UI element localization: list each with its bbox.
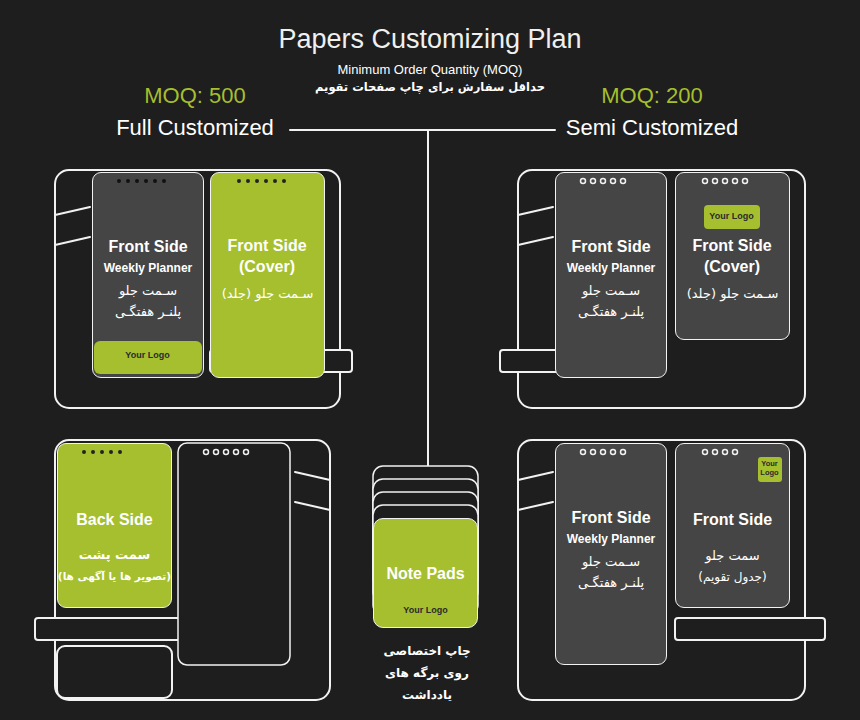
- planner-strap: [500, 350, 560, 372]
- tree-line: [290, 129, 555, 131]
- back-card: Back Side سمت پشت (تصویر ها یا آگهی ها): [57, 443, 172, 608]
- logo-text: Your Logo: [759, 459, 781, 477]
- planner-outline: [55, 440, 330, 700]
- binding-rings: [206, 450, 256, 454]
- card-title: Front Side: [676, 510, 789, 530]
- binding-rings: [206, 449, 256, 456]
- planner-notch: [55, 207, 90, 245]
- pocket-box: [57, 646, 172, 698]
- persian-text: سمت پشت: [58, 547, 171, 563]
- planner-strap: [675, 618, 825, 640]
- card-title: Front Side (Cover): [217, 235, 317, 277]
- planner-card: Front SideWeekly Planner سـمت جلو پلنـر هف…: [92, 172, 204, 378]
- persian-text: پلنـر هفتگـی: [93, 304, 203, 320]
- moq-label: MOQ: 200: [442, 82, 860, 110]
- card-title: Front Side (Cover): [682, 235, 782, 277]
- card-subtitle: Weekly Planner: [93, 261, 203, 276]
- planner-card: Front SideWeekly Planner سـمت جلو پلنـر هف…: [555, 172, 667, 378]
- diagram-title: Papers Customizing Plan: [220, 22, 640, 56]
- logo-text: Your Logo: [94, 350, 202, 361]
- planner-strap: [35, 618, 180, 640]
- persian-text: (جدول تقویم): [676, 570, 789, 585]
- persian-text: سـمت جلو (جلد): [676, 286, 789, 302]
- moq-label: MOQ: 500: [0, 82, 405, 110]
- logo-text: Your Logo: [374, 605, 477, 616]
- persian-text: پلنـر هفتگـی: [556, 575, 666, 591]
- card-title: Note Pads: [374, 564, 477, 584]
- subtitle: Minimum Order Quantity (MOQ): [220, 62, 640, 78]
- persian-text: پلنـر هفتگـی: [556, 304, 666, 320]
- cover-card: Front Side (Cover) سـمت جلو (جلد): [210, 172, 325, 378]
- card-title: Back Side: [58, 510, 171, 530]
- logo-text: Your Logo: [704, 211, 760, 222]
- planner-notch: [295, 472, 330, 510]
- card-title: Front Side: [93, 237, 203, 257]
- planner-outline: [55, 170, 340, 408]
- planner-outline: [518, 170, 805, 408]
- plan-heading: Full Customized: [0, 114, 405, 142]
- logo-box: Your Logo: [704, 205, 760, 229]
- planner-notch: [518, 472, 553, 510]
- planner-outline: [518, 440, 805, 700]
- card-subtitle: Weekly Planner: [556, 261, 666, 276]
- plan-heading: Semi Customized: [442, 114, 860, 142]
- calendar-card: Front Side سمت جلو (جدول تقویم) Your Logo: [675, 443, 790, 608]
- card-title: Front Side: [556, 237, 666, 257]
- persian-text: (تصویر ها یا آگهی ها): [58, 570, 171, 583]
- cover-card: Front Side (Cover) سـمت جلو (جلد) Your Log…: [675, 172, 790, 340]
- persian-text: سـمت جلو: [556, 554, 666, 570]
- planner-card: Front SideWeekly Planner سـمت جلو پلنـر هف…: [555, 443, 667, 665]
- persian-text: سـمت جلو (جلد): [211, 286, 324, 302]
- subtitle-persian: حداقل سفارش برای چاپ صفحات تقویم: [220, 80, 640, 94]
- persian-text: سـمت جلو: [556, 283, 666, 299]
- notepad-card: Note PadsYour Logo: [373, 518, 478, 628]
- empty-card: [178, 443, 290, 665]
- tree-line: [427, 130, 429, 466]
- notepad-caption: چاپ اختصاصی روی برگه های یادداشت: [371, 640, 483, 706]
- persian-text: سـمت جلو: [93, 283, 203, 299]
- planner-notch: [518, 207, 553, 245]
- card-subtitle: Weekly Planner: [556, 532, 666, 547]
- persian-text: سمت جلو: [676, 548, 789, 564]
- card-title: Front Side: [556, 508, 666, 528]
- logo-box: Your Logo: [94, 341, 202, 374]
- logo-box: Your Logo: [758, 457, 782, 482]
